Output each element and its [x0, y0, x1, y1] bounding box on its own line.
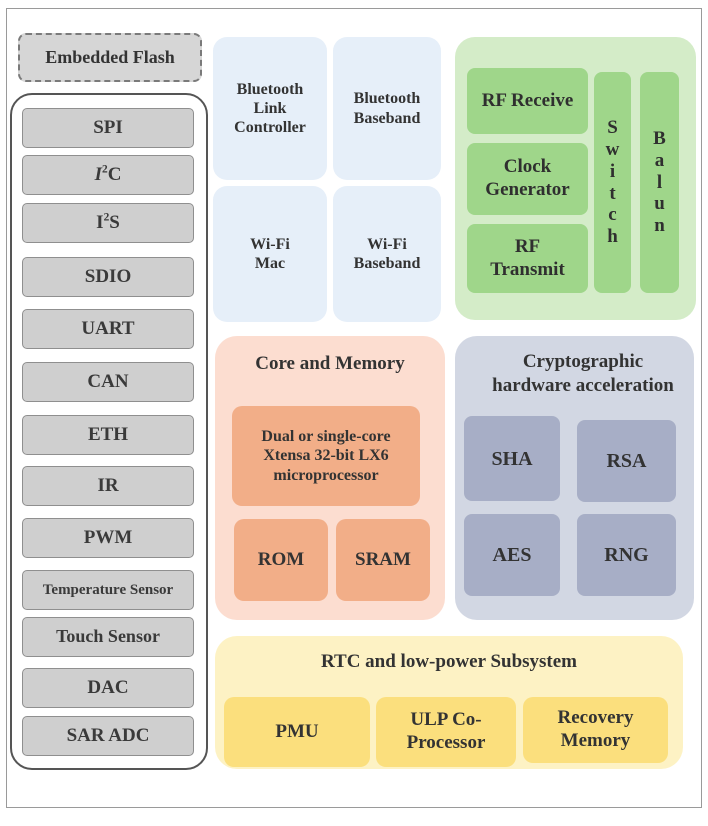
sha-block: SHA [464, 416, 560, 501]
ulp-coprocessor-block: ULP Co-Processor [376, 697, 516, 767]
peripheral-pwm: PWM [22, 518, 194, 558]
peripheral-temperature-sensor: Temperature Sensor [22, 570, 194, 610]
diagram-frame [6, 8, 702, 808]
rtc-title: RTC and low-power Subsystem [320, 651, 578, 672]
peripheral-can: CAN [22, 362, 194, 402]
peripheral-eth: ETH [22, 415, 194, 455]
rom-block: ROM [234, 519, 328, 601]
sram-block: SRAM [336, 519, 430, 601]
peripheral-dac: DAC [22, 668, 194, 708]
peripheral-sar-adc: SAR ADC [22, 716, 194, 756]
rf-receive-block: RF Receive [467, 68, 588, 134]
peripheral-i2c: I2C [22, 155, 194, 195]
processor-block: Dual or single-core Xtensa 32-bit LX6 mi… [232, 406, 420, 506]
switch-block: S w i t c h [594, 72, 631, 293]
balun-block: B a l u n [640, 72, 679, 293]
pmu-block: PMU [224, 697, 370, 767]
rng-block: RNG [577, 514, 676, 596]
aes-block: AES [464, 514, 560, 596]
wifi-baseband-block: Wi-Fi Baseband [333, 186, 441, 322]
bluetooth-link-controller-block: Bluetooth Link Controller [213, 37, 327, 180]
wifi-mac-block: Wi-Fi Mac [213, 186, 327, 322]
embedded-flash-label: Embedded Flash [45, 46, 175, 67]
recovery-memory-block: Recovery Memory [523, 697, 668, 763]
peripheral-touch-sensor: Touch Sensor [22, 617, 194, 657]
clock-generator-block: Clock Generator [467, 143, 588, 215]
peripheral-spi: SPI [22, 108, 194, 148]
peripheral-i2s: I2S [22, 203, 194, 243]
rf-transmit-block: RF Transmit [467, 224, 588, 293]
rsa-block: RSA [577, 420, 676, 502]
peripheral-uart: UART [22, 309, 194, 349]
crypto-title: Cryptographic hardware acceleration [492, 351, 674, 396]
peripheral-ir: IR [22, 466, 194, 506]
core-memory-title: Core and Memory [255, 353, 405, 374]
peripheral-sdio: SDIO [22, 257, 194, 297]
embedded-flash-block: Embedded Flash [18, 33, 202, 82]
bluetooth-baseband-block: Bluetooth Baseband [333, 37, 441, 180]
